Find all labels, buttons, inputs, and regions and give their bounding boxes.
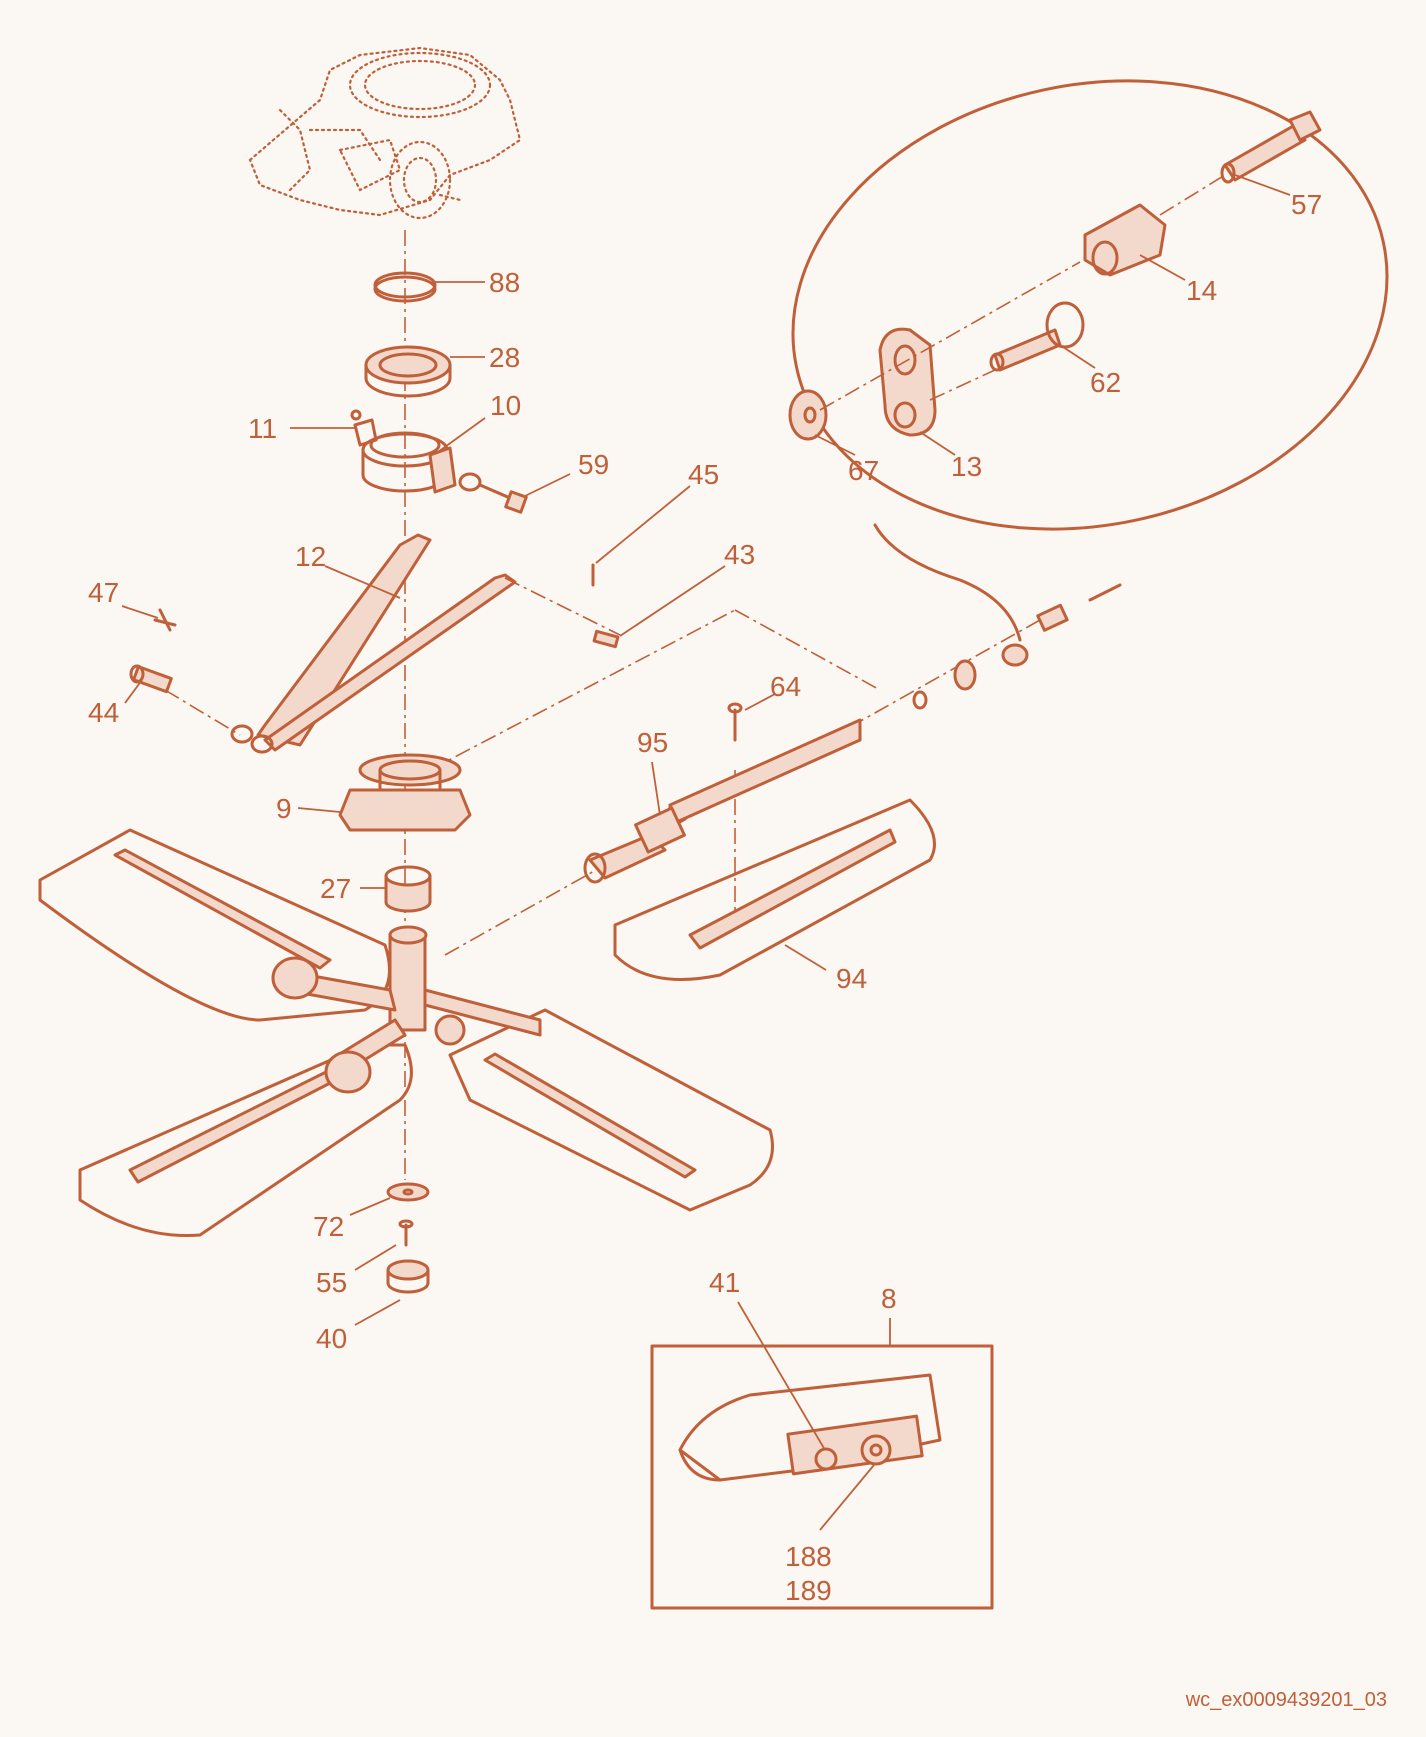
right-small-parts	[912, 583, 1122, 710]
leader-lines	[121, 174, 1291, 1531]
inset-detail	[650, 1344, 994, 1610]
label-43: 43	[724, 539, 755, 570]
clip-47	[153, 608, 177, 632]
label-40: 40	[316, 1323, 347, 1354]
link-13	[878, 327, 937, 437]
label-67: 67	[848, 455, 879, 486]
label-27: 27	[320, 873, 351, 904]
label-11: 11	[248, 413, 277, 444]
label-57: 57	[1291, 189, 1322, 220]
bolt-59	[458, 472, 528, 514]
label-94: 94	[836, 963, 867, 994]
label-189: 189	[785, 1575, 832, 1606]
pin-44	[129, 664, 173, 694]
detail-axis	[819, 174, 1226, 411]
nut-14	[1083, 203, 1167, 277]
label-59: 59	[578, 449, 609, 480]
label-8: 8	[881, 1283, 897, 1314]
blade-arm	[583, 718, 862, 884]
hub	[338, 753, 472, 832]
label-55: 55	[316, 1267, 347, 1298]
bushing-62	[989, 301, 1085, 372]
clamp-collar	[350, 409, 457, 494]
label-47: 47	[88, 577, 119, 608]
cap-40	[386, 1259, 430, 1294]
label-41: 41	[709, 1267, 740, 1298]
yoke-arm	[230, 533, 517, 754]
washer-67	[788, 389, 828, 441]
label-28: 28	[489, 342, 520, 373]
gearbox	[248, 46, 522, 220]
image-code: wc_ex0009439201_03	[1185, 1689, 1387, 1711]
bushing	[384, 865, 432, 913]
label-188: 188	[785, 1541, 832, 1572]
bolt-55	[398, 1219, 414, 1247]
label-14: 14	[1186, 275, 1217, 306]
pin-43	[592, 629, 620, 649]
label-72: 72	[313, 1211, 344, 1242]
trowel-spider	[38, 828, 774, 1238]
detail-ellipse	[791, 79, 1389, 642]
label-45: 45	[688, 459, 719, 490]
label-9: 9	[276, 793, 292, 824]
label-95: 95	[637, 727, 668, 758]
bolt-64	[727, 702, 743, 742]
bearing	[364, 345, 452, 398]
bolt-57	[1220, 110, 1322, 184]
label-62: 62	[1090, 367, 1121, 398]
label-13: 13	[951, 451, 982, 482]
label-10: 10	[490, 390, 521, 421]
label-88: 88	[489, 267, 520, 298]
washer-72	[386, 1182, 430, 1202]
label-44: 44	[88, 697, 119, 728]
label-12: 12	[295, 541, 326, 572]
label-64: 64	[770, 671, 801, 702]
trowel-blade-94	[613, 798, 936, 981]
snap-ring	[373, 271, 437, 303]
